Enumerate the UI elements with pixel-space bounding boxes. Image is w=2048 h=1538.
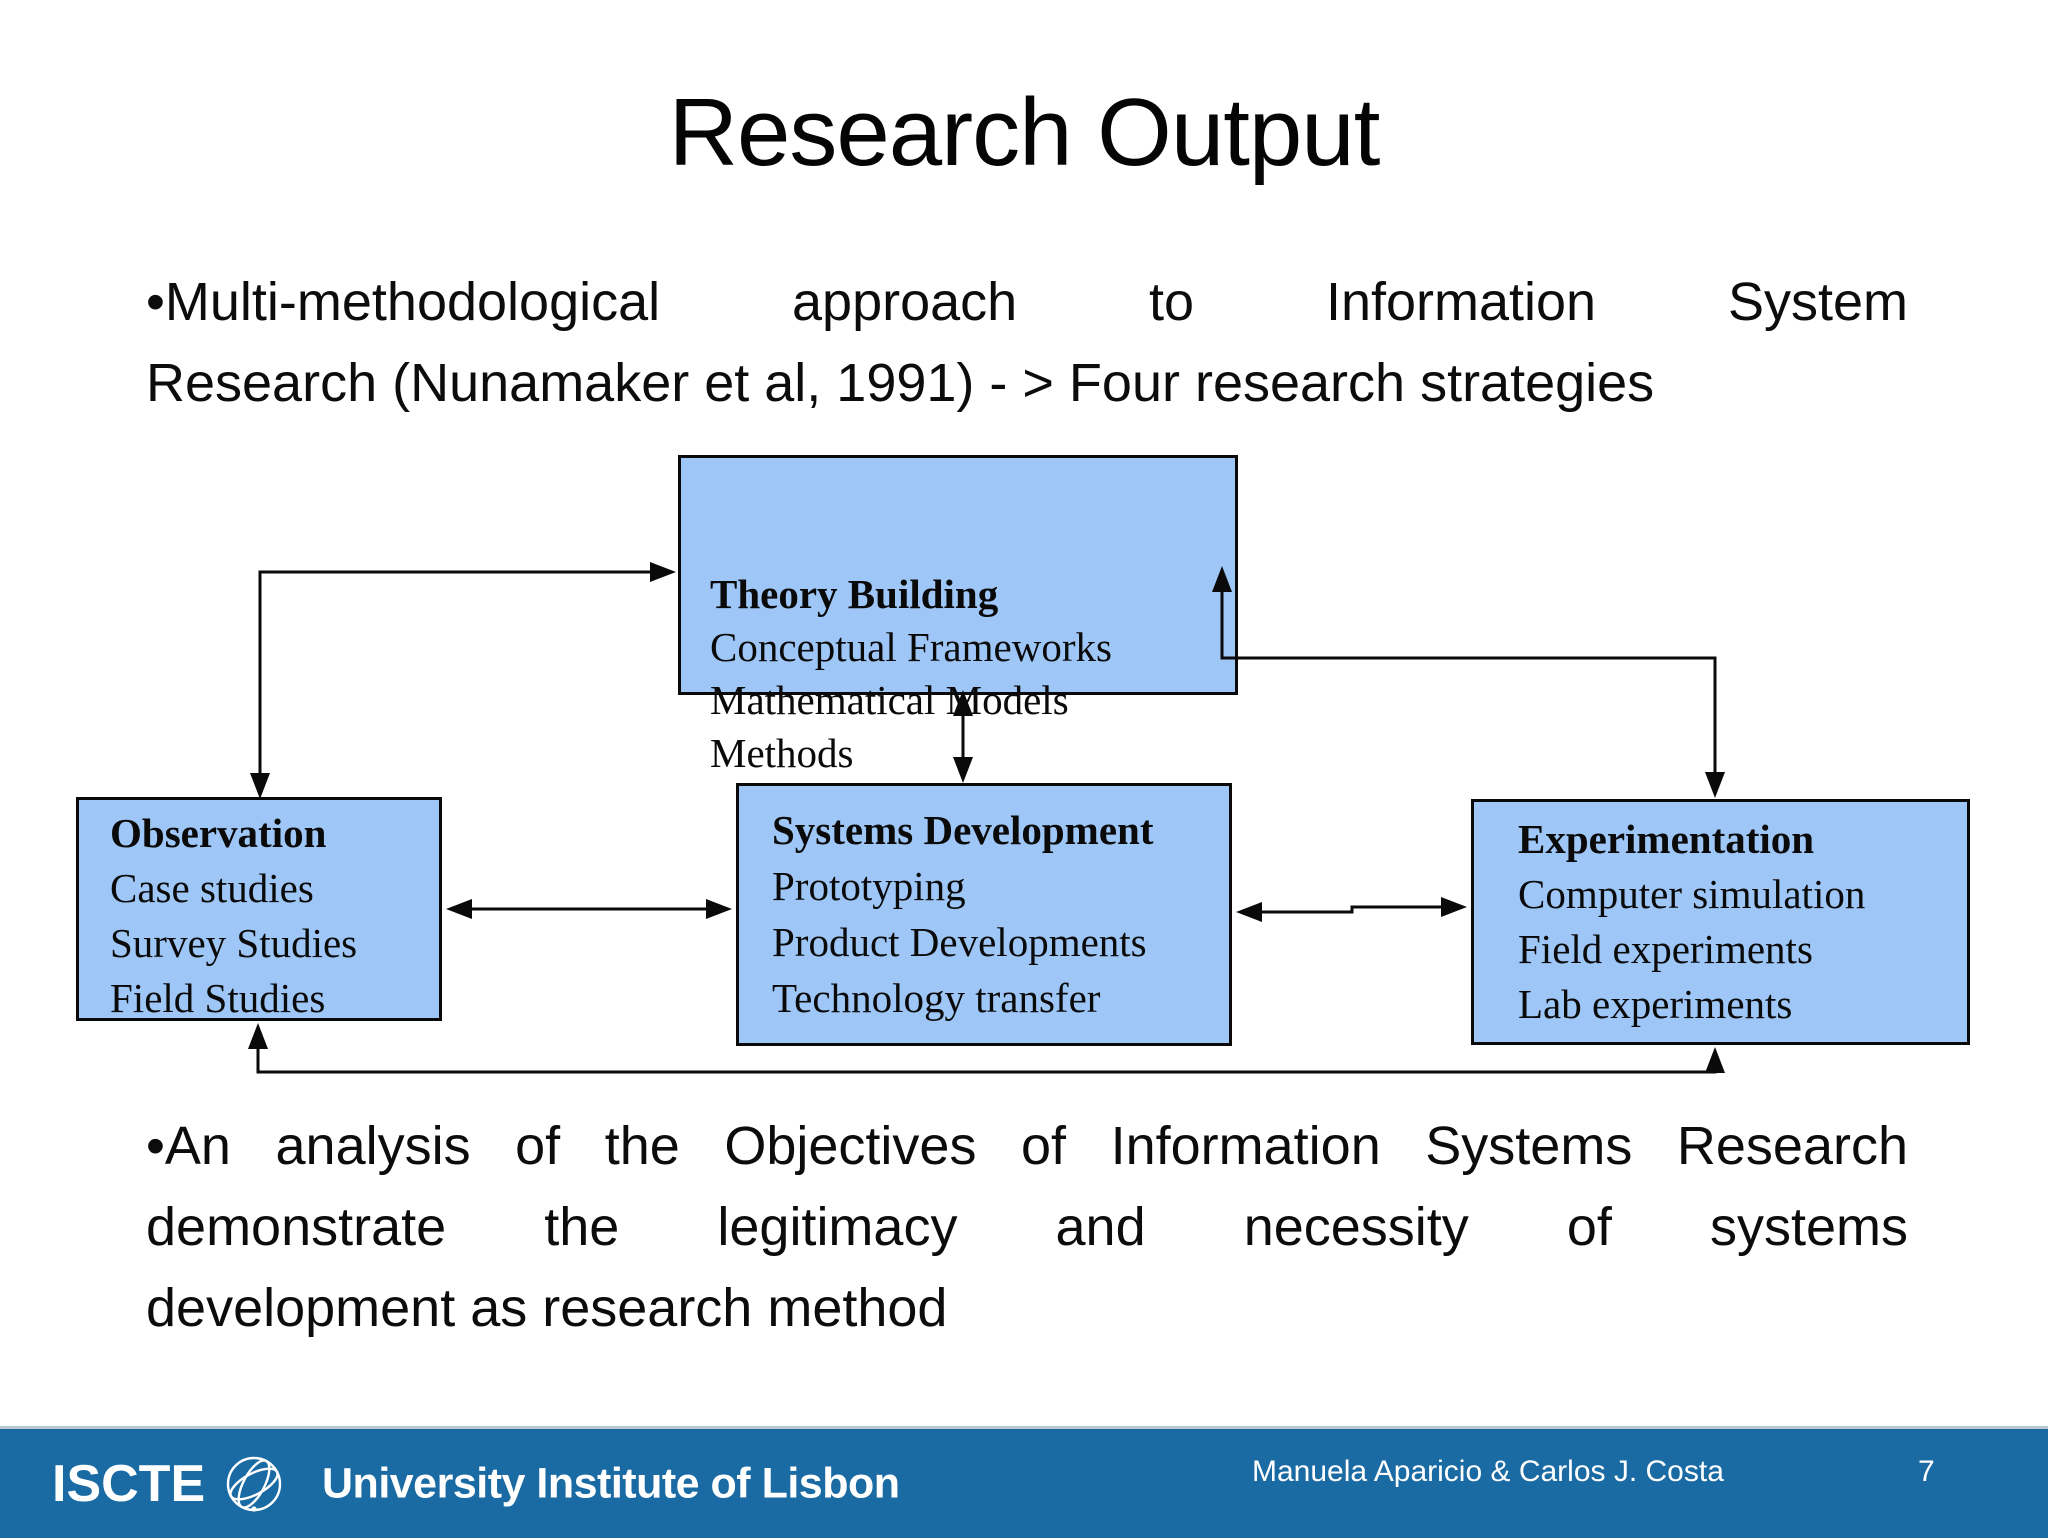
theory-building-box (678, 455, 1238, 695)
observation-text: Observation Case studies Survey Studies … (110, 806, 357, 1026)
footer-bar: ISCTE University Institute of Lisbon Man… (0, 1426, 2048, 1538)
page-number: 7 (1918, 1455, 1935, 1488)
box-item: Survey Studies (110, 920, 358, 966)
box-item: Field Studies (110, 975, 326, 1021)
bullet-paragraph-2: •An analysis of the Objectives of Inform… (146, 1106, 1908, 1349)
slide-title: Research Output (668, 79, 1381, 186)
connector-systems-experimentation (1236, 897, 1467, 922)
box-item: Product Developments (772, 919, 1147, 965)
connector-observation-systems (446, 899, 732, 919)
connector-theory-experimentation (1212, 566, 1725, 798)
institution-name: University Institute of Lisbon (322, 1459, 900, 1507)
theory-building-text: Theory Building Conceptual Frameworks Ma… (710, 568, 1112, 780)
observation-box (76, 797, 442, 1021)
bullet-line: Research (Nunamaker et al, 1991) - > Fou… (146, 353, 1655, 413)
bullet-line: demonstrate the legitimacy and necessity… (146, 1197, 1908, 1257)
bullet-line: •An analysis of the Objectives of Inform… (146, 1116, 1908, 1176)
box-title: Experimentation (1518, 816, 1815, 862)
footer-authors: Manuela Aparicio & Carlos J. Costa (1252, 1455, 1724, 1488)
box-item: Field experiments (1518, 926, 1813, 972)
box-item: Methods (710, 730, 854, 776)
box-title: Systems Development (772, 807, 1154, 853)
connector-observation-theory (250, 562, 676, 799)
globe-icon (226, 1456, 282, 1512)
box-item: Computer simulation (1518, 871, 1866, 917)
box-item: Technology transfer (772, 975, 1101, 1021)
box-title: Observation (110, 810, 327, 856)
box-item: Prototyping (772, 863, 966, 909)
experimentation-box (1471, 799, 1970, 1045)
experimentation-text: Experimentation Computer simulation Fiel… (1518, 812, 1865, 1032)
box-item: Mathematical Models (710, 677, 1069, 723)
iscte-logo: ISCTE (52, 1454, 206, 1513)
box-item: Conceptual Frameworks (710, 624, 1112, 670)
box-item: Case studies (110, 865, 314, 911)
bullet-line: development as research method (146, 1278, 948, 1338)
box-item: Lab experiments (1518, 981, 1793, 1027)
bullet-paragraph-1: •Multi-methodological approach to Inform… (146, 262, 1908, 424)
bullet-line: •Multi-methodological approach to Inform… (146, 272, 1908, 332)
systems-development-box (736, 783, 1232, 1046)
box-title: Theory Building (710, 571, 999, 617)
systems-development-text: Systems Development Prototyping Product … (772, 802, 1153, 1026)
